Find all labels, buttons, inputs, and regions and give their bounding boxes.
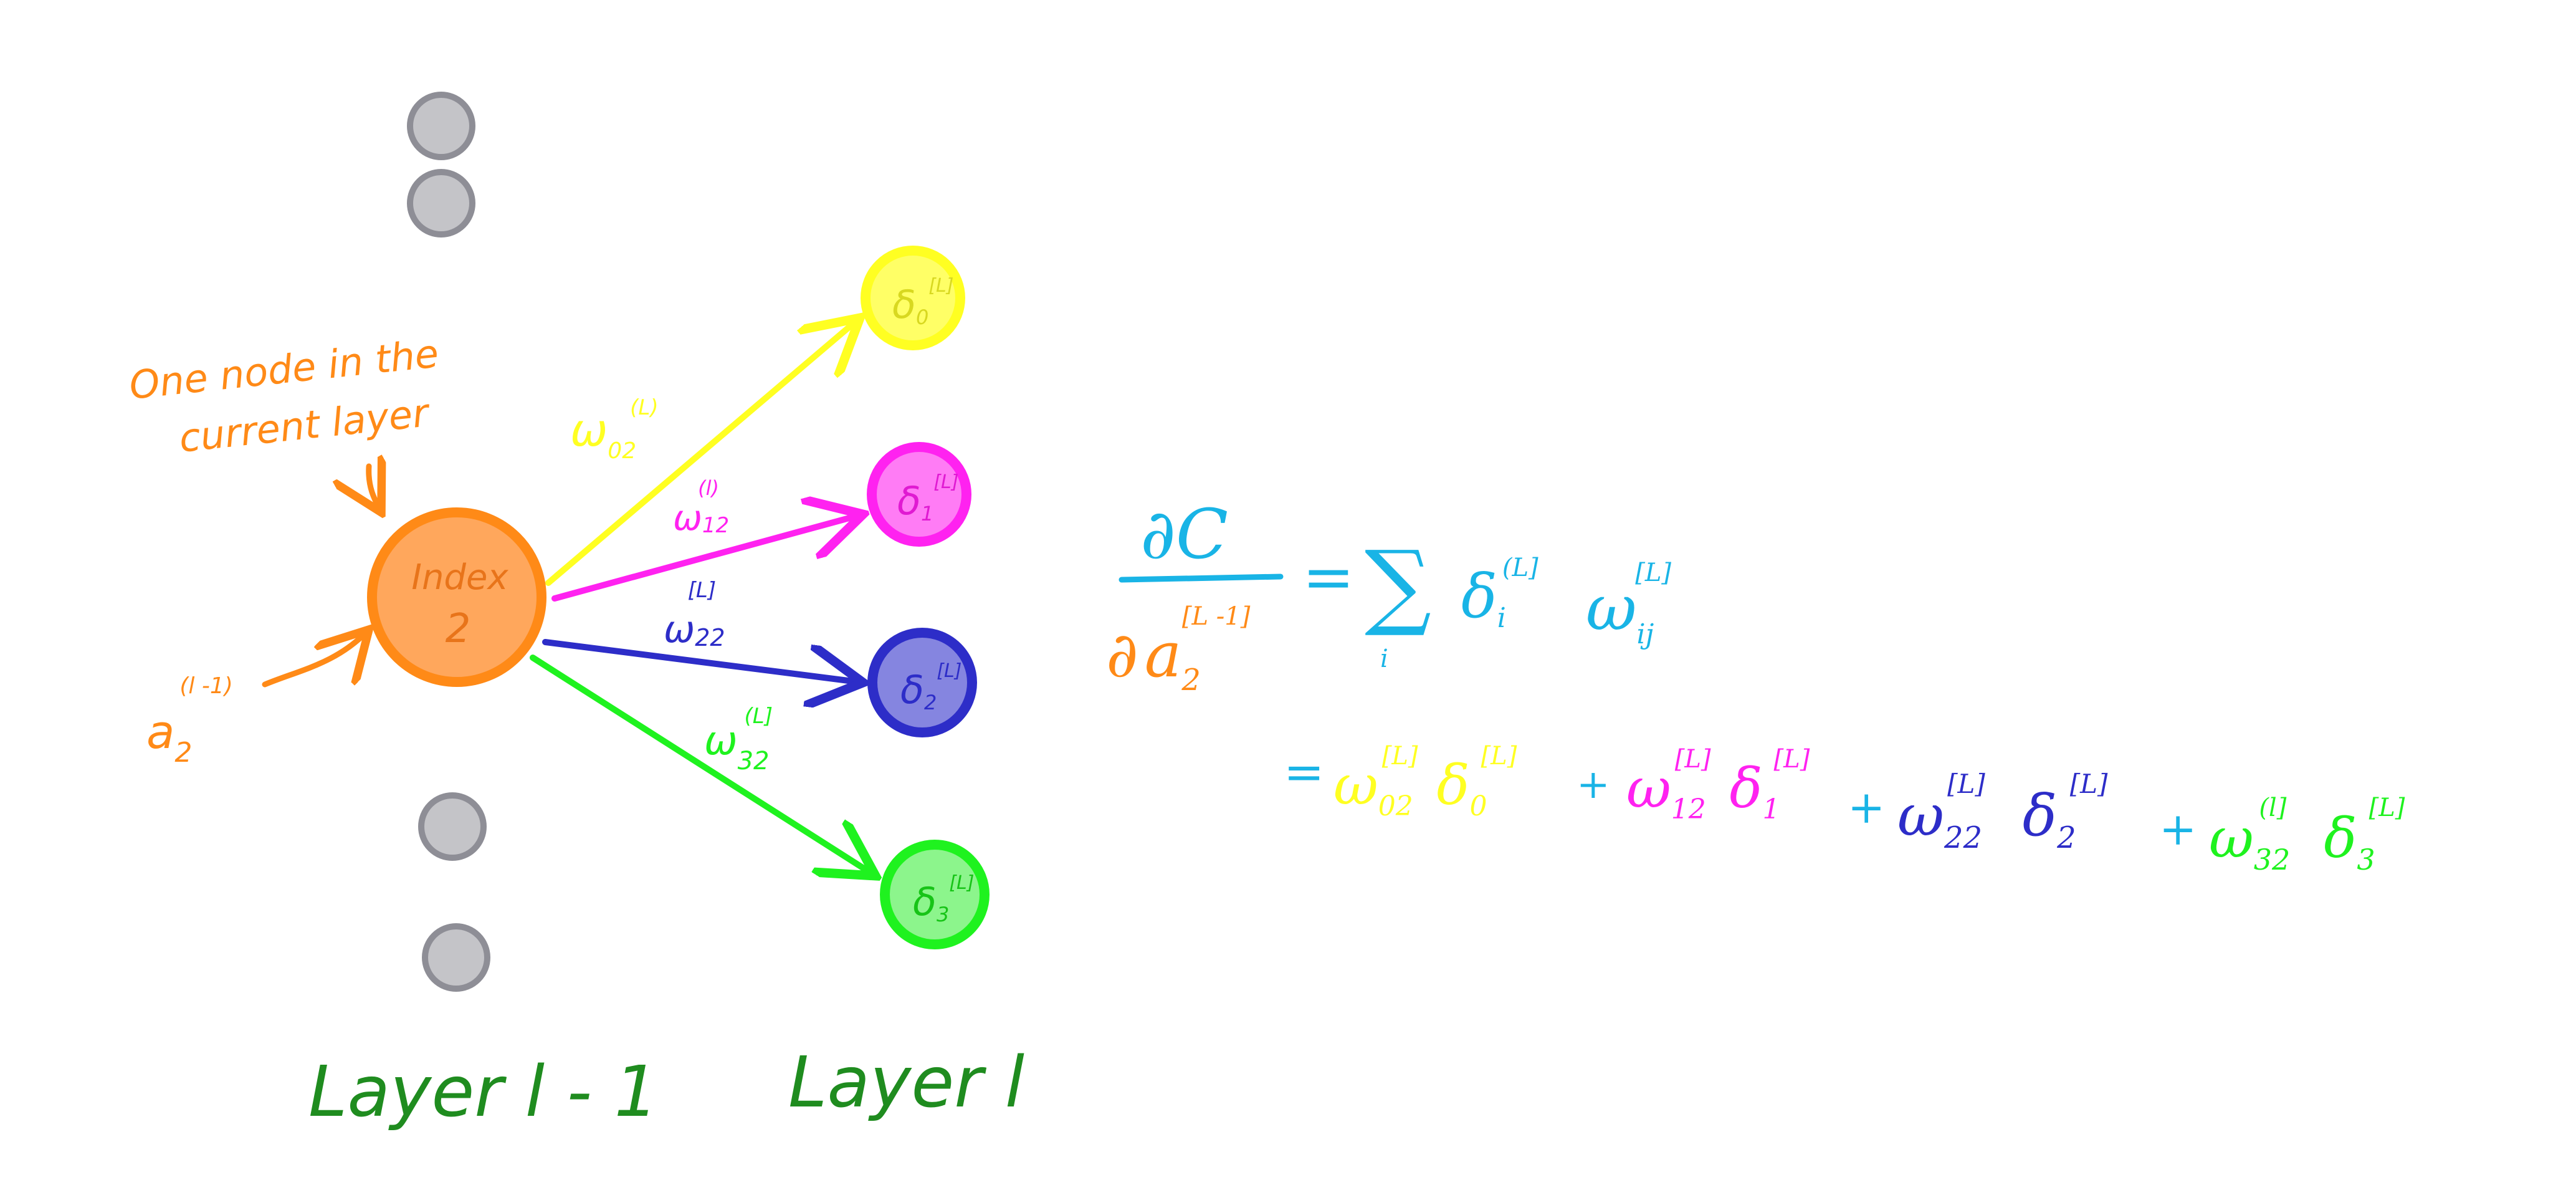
- edge-label-green: ω32(L]: [704, 704, 773, 775]
- expansion-equals: =: [1284, 744, 1324, 800]
- expansion-term-3: ω32(l]δ3[L]: [2209, 794, 2405, 876]
- edge-magenta: [551, 514, 863, 602]
- gray-node-4: [422, 923, 490, 992]
- edge-label-yellow: ω02(L): [570, 395, 659, 464]
- output-node-0: [861, 246, 965, 350]
- equation-equals: =: [1302, 540, 1355, 613]
- omega-term: ωij[L]: [1586, 559, 1671, 650]
- output-node-0-label: δ0[L]: [892, 275, 953, 329]
- gray-node-1: [407, 92, 475, 160]
- lhs-denominator: ∂a2[L -1]: [1106, 602, 1251, 698]
- gray-node-2: [407, 169, 475, 238]
- gray-node-3: [418, 792, 487, 861]
- output-node-1-label: δ1[L]: [897, 471, 958, 525]
- edge-label-magenta: ω12(l): [673, 476, 729, 539]
- expansion-term-2: ω22[L]δ2[L]: [1897, 769, 2108, 855]
- annotation-arrow: [369, 466, 381, 512]
- expansion-plus-1: +: [1577, 762, 1610, 808]
- center-node-line2: 2: [446, 606, 471, 652]
- layer-label-left: Layer l - 1: [308, 1052, 659, 1133]
- center-node: [367, 507, 546, 687]
- edge-blue: [542, 639, 863, 683]
- annotation-line2: current layer: [177, 390, 432, 461]
- layer-label-right: Layer l: [788, 1042, 1024, 1123]
- input-label: a2(l -1): [146, 673, 233, 769]
- expansion-term-0: ω02[L]δ0[L]: [1333, 742, 1517, 822]
- output-node-2-label: δ2[L]: [900, 660, 961, 714]
- output-node-2: [867, 628, 977, 737]
- input-arrow: [262, 630, 369, 688]
- lhs-numerator: ∂C: [1140, 494, 1228, 574]
- expansion-plus-2: +: [1848, 781, 1885, 833]
- fraction-bar: [1119, 573, 1284, 583]
- expansion-term-1: ω12[L]δ1[L]: [1626, 745, 1810, 825]
- edge-yellow: [545, 318, 860, 586]
- output-node-3-label: δ3[L]: [913, 872, 974, 926]
- output-node-1: [867, 442, 971, 547]
- edge-green: [530, 655, 875, 876]
- sigma-symbol: ∑: [1365, 531, 1431, 640]
- sigma-sub: i: [1380, 645, 1388, 673]
- center-node-line1: Index: [411, 557, 508, 598]
- delta-term: δi(L]: [1461, 554, 1538, 634]
- edge-label-blue: ω22[L]: [664, 578, 725, 651]
- expansion-plus-3: +: [2159, 803, 2197, 855]
- output-node-3: [880, 840, 990, 949]
